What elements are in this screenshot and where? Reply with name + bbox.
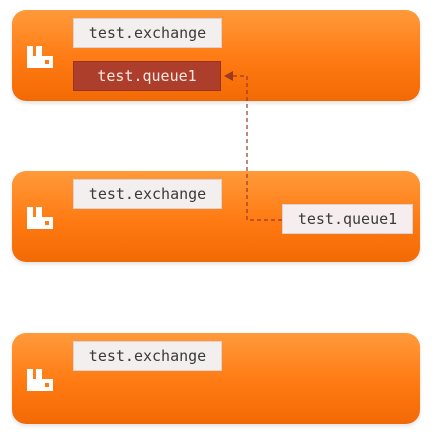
rabbitmq-logo-icon — [27, 46, 53, 68]
node-3: test.exchange — [12, 333, 420, 424]
rabbitmq-logo-icon — [27, 207, 53, 229]
exchange-label: test.exchange — [73, 18, 222, 48]
node-2: test.exchange test.queue1 — [12, 171, 420, 262]
node-1: test.exchange test.queue1 — [12, 10, 420, 101]
exchange-label: test.exchange — [73, 341, 222, 371]
queue-label: test.queue1 — [73, 61, 221, 91]
rabbitmq-logo-icon — [27, 369, 53, 391]
queue-mirror-label: test.queue1 — [282, 204, 413, 234]
exchange-label: test.exchange — [73, 179, 222, 209]
